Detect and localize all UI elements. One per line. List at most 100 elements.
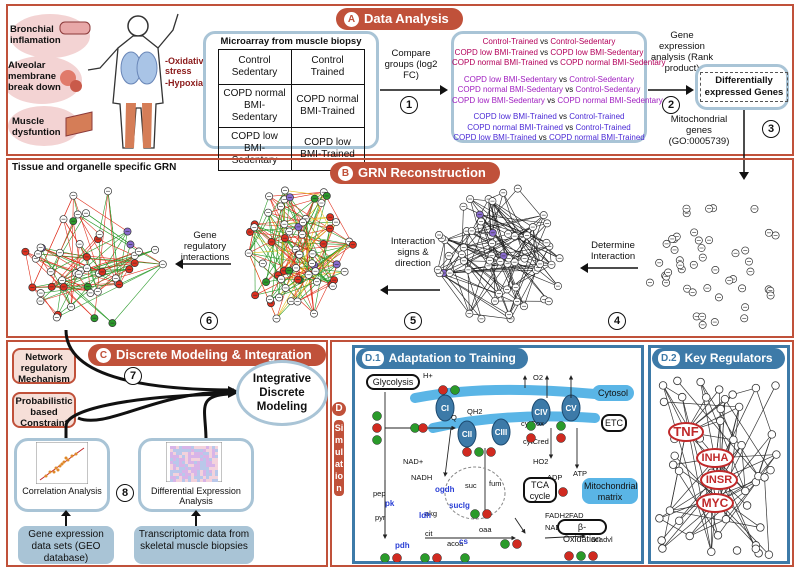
heatmap-cell [170, 449, 173, 452]
metabolite-label: akg [425, 509, 437, 518]
heatmap-cell [176, 473, 179, 476]
comparison-group-a: COPD normal BMI-Trained [452, 58, 550, 67]
comparison-group-b: COPD low BMI-Sedentary [548, 47, 644, 57]
expression-indicator [462, 447, 472, 457]
enzyme-label: suclg [449, 501, 470, 510]
network-edge [267, 212, 280, 298]
heatmap-cell [206, 455, 209, 458]
gri-label: Gene regulatory interactions [180, 230, 230, 263]
heatmap-cell [197, 476, 200, 479]
heatmap-cell [185, 464, 188, 467]
network-final-grn [21, 187, 167, 328]
heatmap-cell [185, 449, 188, 452]
network-edge [313, 228, 331, 314]
metabolite-label: HO2 [533, 457, 548, 466]
network-edge [284, 199, 304, 223]
step-3-marker: 3 [762, 120, 780, 138]
heatmap-cell [179, 449, 182, 452]
network-node [732, 546, 742, 555]
metabolite-label: acadvl [591, 535, 613, 544]
heatmap-cell [194, 455, 197, 458]
heatmap-cell [203, 458, 206, 461]
enzyme-label: ldh [419, 511, 431, 520]
dea-label: Differential Expression Analysis [151, 486, 241, 506]
heatmap-cell [212, 464, 215, 467]
expression-indicator [372, 435, 382, 445]
comparison-item: COPD low BMI-Sedentary vs Control-Sedent… [452, 75, 646, 86]
network-edge [479, 214, 548, 224]
network-edge [755, 387, 773, 435]
heatmap-cell [176, 446, 179, 449]
heatmap-cell [209, 458, 212, 461]
heatmap-cell [194, 458, 197, 461]
heatmap-cell [191, 455, 194, 458]
network-edge [40, 247, 119, 284]
network-edge [63, 286, 95, 319]
heatmap-cell [188, 476, 191, 479]
heatmap-cell [215, 449, 218, 452]
network-edge [249, 231, 298, 302]
network-edge [480, 221, 528, 236]
metabolite-label: pep [373, 489, 386, 498]
heatmap-cell [209, 464, 212, 467]
network-node [751, 544, 761, 553]
heatmap-cell [185, 455, 188, 458]
network-edge [248, 190, 286, 254]
network-node [696, 377, 705, 387]
network-edge [500, 261, 525, 307]
expression-indicator [526, 421, 536, 431]
enzyme-label: cs [459, 537, 468, 546]
network-edge [449, 198, 489, 274]
heatmap-cell [173, 455, 176, 458]
comparison-vs: vs [538, 133, 547, 142]
heatmap-cell [197, 455, 200, 458]
heatmap-cell [209, 446, 212, 449]
network-node [713, 531, 723, 540]
network-node [728, 390, 737, 399]
comparison-item: Control-Trained vs Control-Sedentary [452, 37, 646, 48]
network-edge [61, 279, 88, 288]
heatmap-cell [206, 467, 209, 470]
heatmap-cell [203, 461, 206, 464]
heatmap-cell [197, 470, 200, 473]
heatmap-cell [203, 446, 206, 449]
dataset-biopsies: Transcriptomic data from skeletal muscle… [134, 526, 254, 564]
network-node [767, 430, 777, 439]
network-edge [725, 481, 757, 520]
heatmap-cell [197, 449, 200, 452]
metabolite-label: suc [465, 481, 477, 490]
metabolite-label: QH2 [467, 407, 482, 416]
network-edge [249, 231, 353, 246]
glycolysis-box: Glycolysis [366, 374, 420, 390]
network-edge [302, 222, 315, 314]
metabolite-label: Q [451, 413, 457, 422]
network-node [675, 516, 684, 526]
comparison-group-a: COPD low BMI-Trained [453, 133, 539, 142]
network-edge [526, 235, 560, 259]
heatmap-cell [215, 461, 218, 464]
heatmap-cell [212, 446, 215, 449]
panel-c [6, 340, 328, 567]
comparison-group-b: COPD normal BMI-Sedentary [557, 58, 666, 67]
heatmap-cell [176, 470, 179, 473]
comparison-group-a: COPD low BMI-Sedentary [463, 74, 559, 84]
comparisons-box [451, 31, 647, 143]
heatmap-cell [212, 479, 215, 482]
network-edge [269, 191, 324, 197]
heatmap-cell [170, 476, 173, 479]
comparison-group-b: Control-Sedentary [548, 37, 616, 46]
complex-label: CIV [534, 408, 548, 417]
heatmap-cell [188, 452, 191, 455]
network-edge [490, 192, 504, 236]
heatmap-cell [194, 452, 197, 455]
network-edge [443, 263, 508, 274]
heatmap-cell [194, 479, 197, 482]
network-node [658, 544, 667, 553]
panel-d2 [648, 345, 790, 564]
heatmap-cell [188, 467, 191, 470]
network-edge [40, 247, 72, 307]
metabolite-label: pyr [375, 513, 386, 522]
expression-indicator [450, 385, 460, 395]
